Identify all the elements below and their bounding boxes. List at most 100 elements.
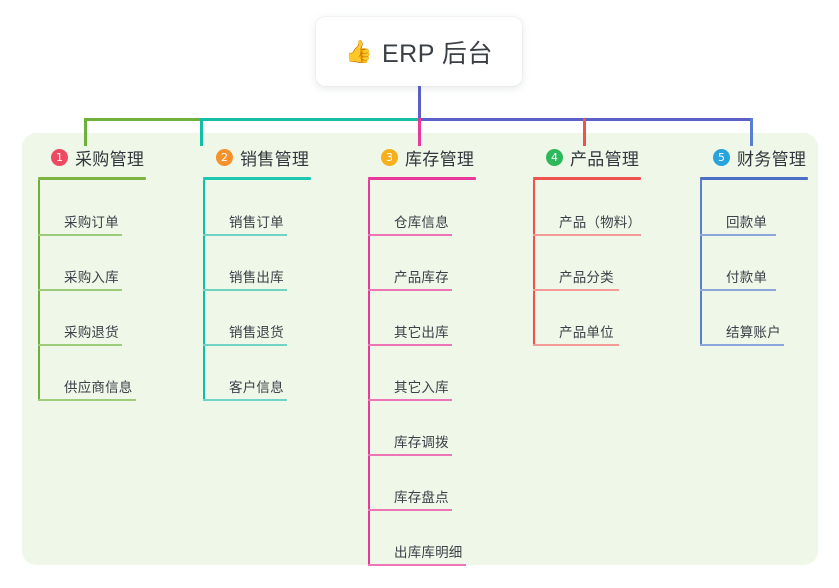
branch-item-rule xyxy=(700,289,776,291)
branch-item-label: 销售出库 xyxy=(229,270,284,285)
branch-item-label: 其它入库 xyxy=(394,380,449,395)
branch-item-rule xyxy=(368,509,452,511)
root-node-card[interactable]: 👍 ERP 后台 xyxy=(316,17,522,86)
branch-column-4: 4 产品管理产品（物料） 产品分类产品单位 xyxy=(533,145,641,346)
branch-item-rule xyxy=(368,399,452,401)
branch-item-rule xyxy=(533,344,619,346)
branch-title: 库存管理 xyxy=(405,149,475,169)
branch-item-rule xyxy=(368,234,452,236)
branch-item[interactable]: 付款单 xyxy=(700,236,808,291)
branch-column-5: 5 财务管理回款单付款单结算账户 xyxy=(700,145,808,346)
branch-item-label: 付款单 xyxy=(726,270,768,285)
branch-item-rule xyxy=(203,399,287,401)
branch-item-label: 采购入库 xyxy=(64,270,119,285)
branch-item[interactable]: 采购订单 xyxy=(38,180,146,236)
branch-item-label: 产品（物料） xyxy=(559,215,642,230)
branch-header-3[interactable]: 3 库存管理 xyxy=(368,145,476,169)
branch-items: 仓库信息产品库存其它出库其它入库库存调拨库存盘点出库库明细 xyxy=(368,180,476,566)
branch-item[interactable]: 库存盘点 xyxy=(368,456,476,511)
branch-item-rule xyxy=(203,344,287,346)
branch-item-rule xyxy=(368,289,452,291)
branch-title: 产品管理 xyxy=(570,149,640,169)
branch-item-rule xyxy=(203,234,287,236)
branch-title: 采购管理 xyxy=(75,149,145,169)
branch-item[interactable]: 销售订单 xyxy=(203,180,311,236)
branch-header-1[interactable]: 1 采购管理 xyxy=(38,145,146,169)
branch-item-label: 回款单 xyxy=(726,215,768,230)
branch-header-rule xyxy=(38,177,146,180)
branch-item-label: 采购退货 xyxy=(64,325,119,340)
thumbs-up-icon: 👍 xyxy=(345,38,373,64)
branch-item-label: 销售订单 xyxy=(229,215,284,230)
branch-items: 采购订单采购入库采购退货供应商信息 xyxy=(38,180,146,401)
branch-number-badge: 5 xyxy=(713,148,730,166)
branch-item[interactable]: 产品（物料） xyxy=(533,180,641,236)
branch-items: 销售订单销售出库销售退货客户信息 xyxy=(203,180,311,401)
root-node-title: 👍 ERP 后台 xyxy=(345,34,493,70)
branch-item-rule xyxy=(533,289,619,291)
branch-title: 财务管理 xyxy=(737,149,807,169)
branch-item-rule xyxy=(700,344,784,346)
branch-item-label: 销售退货 xyxy=(229,325,284,340)
branch-item-label: 结算账户 xyxy=(726,325,781,340)
branch-item[interactable]: 其它出库 xyxy=(368,291,476,346)
branch-header-2[interactable]: 2 销售管理 xyxy=(203,145,311,169)
branch-item-rule xyxy=(368,454,452,456)
branch-title: 销售管理 xyxy=(240,149,310,169)
branch-item-label: 客户信息 xyxy=(229,380,284,395)
branch-header-rule xyxy=(533,177,641,180)
branch-item-label: 其它出库 xyxy=(394,325,449,340)
branch-spine xyxy=(533,180,535,346)
branch-item-rule xyxy=(38,289,122,291)
branch-header-4[interactable]: 4 产品管理 xyxy=(533,145,641,169)
branch-header-5[interactable]: 5 财务管理 xyxy=(700,145,808,169)
branch-item-rule xyxy=(203,289,287,291)
branch-item-label: 产品分类 xyxy=(559,270,614,285)
branch-item-label: 供应商信息 xyxy=(64,380,133,395)
branch-item-label: 仓库信息 xyxy=(394,215,449,230)
branch-item[interactable]: 其它入库 xyxy=(368,346,476,401)
branch-item-label: 出库库明细 xyxy=(394,545,463,560)
branch-item[interactable]: 出库库明细 xyxy=(368,511,476,566)
branch-item-rule xyxy=(38,234,122,236)
branch-items: 产品（物料） 产品分类产品单位 xyxy=(533,180,641,346)
branch-item[interactable]: 产品单位 xyxy=(533,291,641,346)
branch-item[interactable]: 采购退货 xyxy=(38,291,146,346)
branch-column-3: 3 库存管理仓库信息产品库存其它出库其它入库库存调拨库存盘点出库库明细 xyxy=(368,145,476,566)
branch-header-rule xyxy=(700,177,808,180)
branch-number-badge: 2 xyxy=(216,148,233,166)
branch-items: 回款单付款单结算账户 xyxy=(700,180,808,346)
branch-header-rule xyxy=(203,177,311,180)
branch-spine xyxy=(368,180,370,566)
branch-number-badge: 4 xyxy=(546,148,563,166)
diagram-panel xyxy=(22,133,818,565)
branch-column-2: 2 销售管理销售订单销售出库销售退货客户信息 xyxy=(203,145,311,401)
branch-item-rule xyxy=(533,234,641,236)
branch-item[interactable]: 仓库信息 xyxy=(368,180,476,236)
branch-column-1: 1 采购管理采购订单采购入库采购退货供应商信息 xyxy=(38,145,146,401)
branch-item-rule xyxy=(38,344,122,346)
branch-number-badge: 3 xyxy=(381,148,398,166)
branch-item-rule xyxy=(368,564,466,566)
root-node-label: ERP 后台 xyxy=(382,39,493,68)
branch-item[interactable]: 采购入库 xyxy=(38,236,146,291)
branch-number-badge: 1 xyxy=(51,148,68,166)
branch-item-rule xyxy=(368,344,452,346)
branch-item-label: 采购订单 xyxy=(64,215,119,230)
branch-item-label: 库存盘点 xyxy=(394,490,449,505)
branch-item[interactable]: 客户信息 xyxy=(203,346,311,401)
branch-item-label: 产品库存 xyxy=(394,270,449,285)
branch-spine xyxy=(700,180,702,346)
branch-item-label: 产品单位 xyxy=(559,325,614,340)
branch-item[interactable]: 供应商信息 xyxy=(38,346,146,401)
branch-item-label: 库存调拨 xyxy=(394,435,449,450)
branch-header-rule xyxy=(368,177,476,180)
branch-item[interactable]: 销售退货 xyxy=(203,291,311,346)
branch-item[interactable]: 销售出库 xyxy=(203,236,311,291)
branch-item[interactable]: 结算账户 xyxy=(700,291,808,346)
branch-item[interactable]: 库存调拨 xyxy=(368,401,476,456)
branch-item[interactable]: 产品分类 xyxy=(533,236,641,291)
branch-item[interactable]: 产品库存 xyxy=(368,236,476,291)
branch-item[interactable]: 回款单 xyxy=(700,180,808,236)
